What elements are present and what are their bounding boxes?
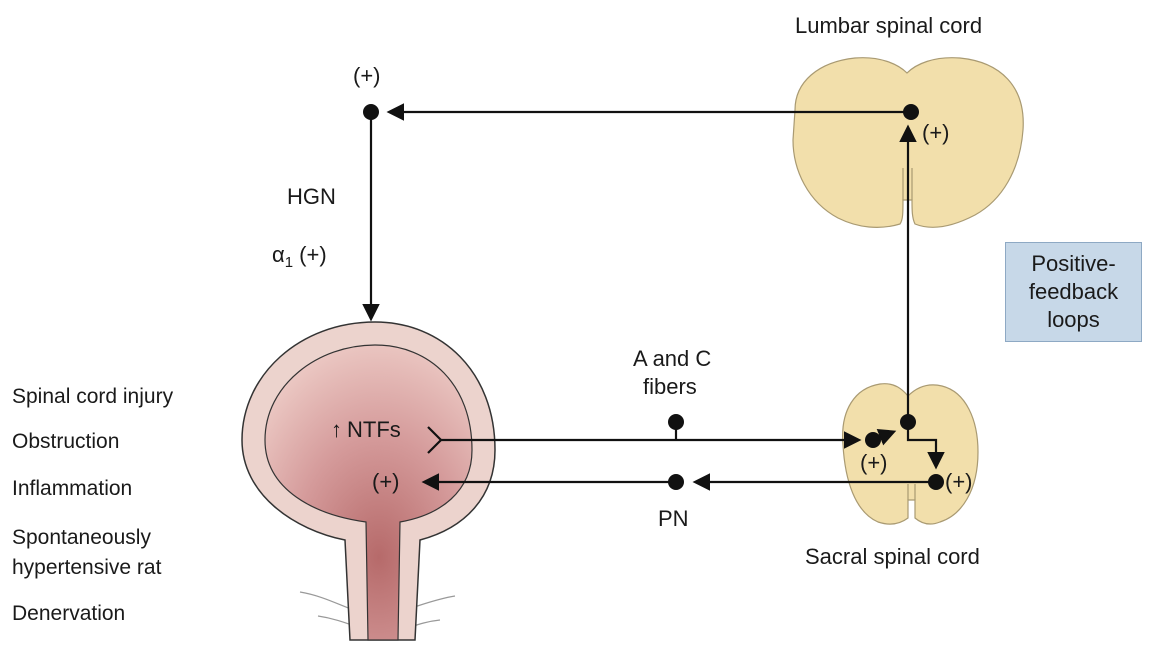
lumbar-node [903,104,919,120]
alpha-label: α1 (+) [272,242,327,271]
bladder-lumen [264,344,473,641]
lumbar-plus-label: (+) [922,120,950,145]
a-c-fibers-line1: A and C [633,346,711,371]
nodes [363,104,944,490]
lumbar-label: Lumbar spinal cord [795,13,982,38]
conditions-list: Spinal cord injury Obstruction Inflammat… [12,385,174,625]
condition-item: Spinal cord injury [12,385,174,408]
condition-item: hypertensive rat [12,556,162,579]
sacral-spinal-cord [842,383,979,525]
top-plus-label: (+) [353,63,381,88]
condition-item: Obstruction [12,430,119,453]
bladder-plus-label: (+) [372,469,400,494]
hgn-label: HGN [287,184,336,209]
pn-node [668,474,684,490]
sacral-median-groove [907,484,916,500]
sacral-node-top [900,414,916,430]
condition-item: Inflammation [12,477,132,500]
box-line: feedback [1028,279,1119,304]
bladder [241,321,496,641]
positive-feedback-box: Positive- feedback loops [1005,242,1142,342]
sacral-node-right [928,474,944,490]
sacral-label: Sacral spinal cord [805,544,980,569]
sacral-plus-left-label: (+) [860,450,888,475]
box-line: loops [1047,307,1100,332]
sacral-node-left [865,432,881,448]
box-line: Positive- [1031,251,1116,276]
pn-label: PN [658,506,689,531]
connections [362,103,945,491]
ntfs-label: NTFs [347,417,401,442]
alpha-plus: (+) [293,242,327,267]
positive-feedback-text: Positive- feedback loops [1029,250,1118,334]
ntfs-fork [427,426,443,454]
condition-item: Denervation [12,602,125,625]
alpha-base: α [272,242,285,267]
top-node [363,104,379,120]
ntfs-arrow: ↑ [331,417,342,442]
lumbar-median-groove [902,168,913,200]
a-c-fiber-node [668,414,684,430]
sacral-plus-right-label: (+) [945,469,973,494]
condition-item: Spontaneously [12,526,151,549]
a-c-fibers-line2: fibers [643,374,697,399]
alpha-subscript: 1 [285,254,293,271]
sacral-interneuron-path [906,422,945,470]
